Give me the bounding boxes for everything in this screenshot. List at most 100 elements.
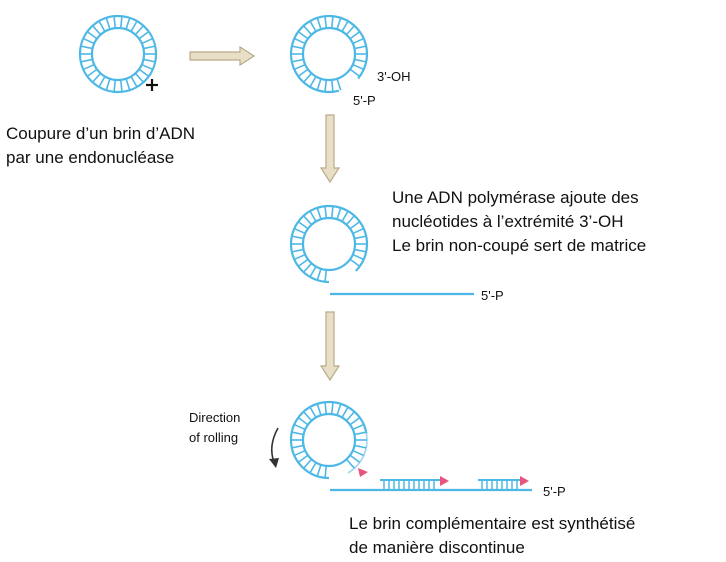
base-pair-rung xyxy=(293,63,306,71)
base-pair-rung xyxy=(293,253,306,261)
okazaki-fragment-2 xyxy=(478,476,529,489)
base-pair-rung xyxy=(119,79,123,92)
base-pair-rung xyxy=(302,72,313,83)
five-prime-p-label: 5'-P xyxy=(481,288,504,303)
base-pair-rung xyxy=(91,72,102,83)
rolling-direction-arrow-icon xyxy=(269,427,279,468)
base-pair-rung xyxy=(349,31,361,40)
plasmid-circle-3 xyxy=(289,204,474,296)
rolling-label-line1: Direction xyxy=(189,410,241,425)
base-pair-rung xyxy=(86,31,98,40)
five-prime-p-label: 5'-P xyxy=(543,484,566,499)
base-pair-rung xyxy=(297,417,309,426)
rolling-label-line2: of rolling xyxy=(189,430,239,445)
base-pair-rung xyxy=(293,227,306,235)
base-pair-rung xyxy=(297,454,309,463)
base-pair-rung xyxy=(341,406,349,418)
base-pair-rung xyxy=(291,58,304,63)
base-pair-rung xyxy=(134,72,145,83)
base-pair-rung xyxy=(345,458,356,469)
base-pair-rung xyxy=(291,235,304,240)
base-pair-rung xyxy=(82,63,95,71)
base-pair-rung xyxy=(324,206,328,219)
base-pair-rung xyxy=(98,20,106,32)
base-pair-rung xyxy=(330,402,334,415)
base-pair-rung xyxy=(349,417,361,426)
base-pair-rung xyxy=(352,423,365,431)
base-pair-rung xyxy=(349,454,361,463)
base-pair-rung xyxy=(291,248,304,253)
base-pair-rung xyxy=(302,262,313,273)
step3-caption-line1: Le brin complémentaire est synthétisé xyxy=(349,514,636,533)
base-pair-rung xyxy=(316,403,322,416)
base-pair-rung xyxy=(125,17,131,30)
primer-marker xyxy=(358,468,368,477)
base-pair-rung xyxy=(302,458,313,469)
base-pair-rung xyxy=(91,25,102,36)
base-pair-rung xyxy=(302,215,313,226)
base-pair-rung xyxy=(130,76,138,88)
base-pair-rung xyxy=(309,406,317,418)
base-pair-rung xyxy=(330,16,334,29)
plasmid-circle-2 xyxy=(289,14,369,94)
base-pair-rung xyxy=(316,207,322,220)
base-pair-rung xyxy=(316,17,322,30)
base-pair-rung xyxy=(354,235,367,240)
base-pair-rung xyxy=(105,78,111,91)
base-pair-rung xyxy=(352,227,365,235)
base-pair-rung xyxy=(291,45,304,50)
base-pair-rung xyxy=(80,45,93,50)
base-pair-rung xyxy=(138,31,150,40)
nick-cross-icon xyxy=(146,79,158,91)
base-pair-rung xyxy=(336,78,342,91)
base-pair-rung xyxy=(354,444,367,449)
base-pair-rung xyxy=(82,37,95,45)
base-pair-rung xyxy=(293,423,306,431)
okazaki-fragment-1 xyxy=(380,476,449,489)
base-pair-rung xyxy=(324,16,328,29)
step3-caption-line2: de manière discontinue xyxy=(349,538,525,557)
base-pair-rung xyxy=(98,76,106,88)
base-pair-rung xyxy=(134,25,145,36)
base-pair-rung xyxy=(345,215,356,226)
base-pair-rung xyxy=(297,68,309,77)
base-pair-rung xyxy=(324,79,328,92)
base-pair-rung xyxy=(345,25,356,36)
flow-arrow-icon xyxy=(319,311,341,382)
base-pair-rung xyxy=(341,20,349,32)
base-pair-rung xyxy=(316,268,322,281)
base-pair-rung xyxy=(345,411,356,422)
base-pair-rung xyxy=(113,79,117,92)
base-pair-rung xyxy=(297,258,309,267)
base-pair-rung xyxy=(336,403,342,416)
base-pair-rung xyxy=(324,269,328,282)
base-pair-rung xyxy=(291,444,304,449)
base-pair-rung xyxy=(349,68,361,77)
base-pair-rung xyxy=(352,37,365,45)
base-pair-rung xyxy=(352,63,365,71)
base-pair-rung xyxy=(293,449,306,457)
base-pair-rung xyxy=(316,464,322,477)
base-pair-rung xyxy=(349,221,361,230)
base-pair-rung xyxy=(119,16,123,29)
base-pair-rung xyxy=(336,207,342,220)
base-pair-rung xyxy=(309,462,317,474)
base-pair-rung xyxy=(143,58,156,63)
base-pair-rung xyxy=(309,20,317,32)
base-pair-rung xyxy=(324,402,328,415)
base-pair-rung xyxy=(130,20,138,32)
base-pair-rung xyxy=(302,411,313,422)
base-pair-rung xyxy=(293,37,306,45)
step2-caption-line2: nucléotides à l’extrémité 3’-OH xyxy=(392,212,624,231)
base-pair-rung xyxy=(336,17,342,30)
base-pair-rung xyxy=(86,68,98,77)
base-pair-rung xyxy=(302,25,313,36)
base-pair-rung xyxy=(354,58,367,63)
base-pair-rung xyxy=(291,431,304,436)
base-pair-rung xyxy=(309,266,317,278)
base-pair-rung xyxy=(141,63,154,71)
base-pair-rung xyxy=(316,78,322,91)
base-pair-rung xyxy=(80,58,93,63)
base-pair-rung xyxy=(309,210,317,222)
